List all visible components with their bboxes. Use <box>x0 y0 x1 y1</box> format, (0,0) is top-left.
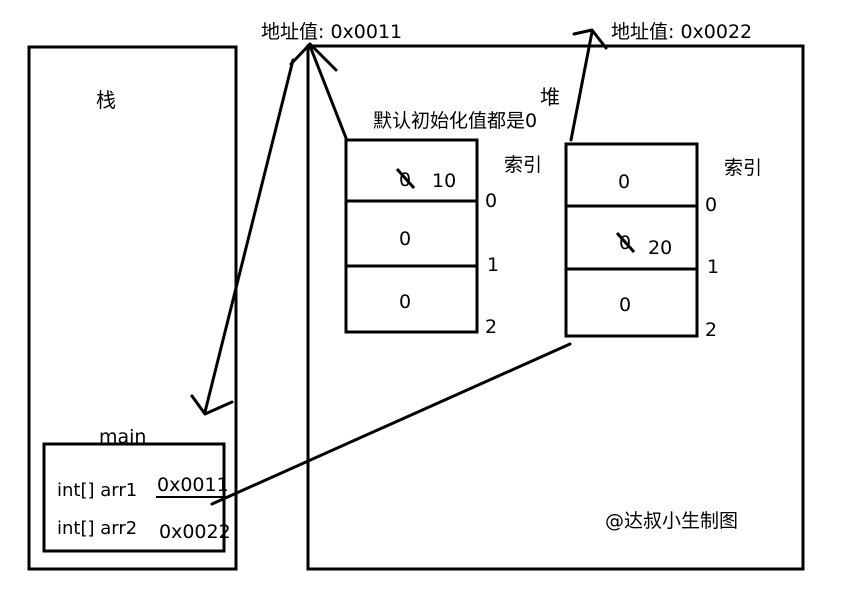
watermark: @达叔小生制图 <box>605 510 738 532</box>
array1-index-0: 0 <box>485 190 497 212</box>
array1-cell-2: 0 <box>399 291 411 313</box>
arrow-arr2-to-array2 <box>210 342 572 506</box>
stack-box <box>27 45 238 571</box>
array2-index-0: 0 <box>705 194 717 216</box>
arrow-stack-head <box>190 394 234 416</box>
array2-cell-2: 0 <box>619 294 631 316</box>
array1-cell-1: 0 <box>399 228 411 250</box>
array1-address: 地址值: 0x0011 <box>261 21 402 43</box>
array1-box <box>344 138 479 334</box>
arrow-address1-to-stack <box>203 58 295 414</box>
array2-index-1: 1 <box>707 256 719 278</box>
array2-cell-1-strike <box>615 231 636 254</box>
array2-address: 地址值: 0x0022 <box>611 21 752 43</box>
default-init-note: 默认初始化值都是0 <box>373 110 537 132</box>
reference-arrows <box>190 28 608 506</box>
heap-array-2: 地址值: 0x0022 索引 0 0 20 0 0 1 2 <box>564 21 762 341</box>
array1-cell-0-strike <box>395 167 416 190</box>
array2-index-2: 2 <box>705 319 717 341</box>
arrow-address2-head <box>572 28 608 50</box>
arrow-address1-head <box>289 42 338 72</box>
heap-region: 堆 默认初始化值都是0 @达叔小生制图 地址值: 0x0011 索引 0 10 … <box>261 21 805 571</box>
var-arr2-value: 0x0022 <box>159 521 231 543</box>
arrow-array1-to-address <box>308 44 348 140</box>
array1-index-label: 索引 <box>504 154 542 176</box>
array2-index-label: 索引 <box>724 157 762 179</box>
var-arr1-name: int[] arr1 <box>57 480 137 501</box>
arrow-array2-to-address <box>569 30 594 142</box>
heap-array-1: 地址值: 0x0011 索引 0 10 0 0 0 1 2 <box>261 21 542 338</box>
array2-cell-0: 0 <box>618 171 630 193</box>
var-arr1-value: 0x0011 <box>157 474 229 496</box>
array1-cell-0-new: 10 <box>432 170 456 192</box>
stack-region: 栈 main int[] arr1 0x0011 int[] arr2 0x00… <box>27 45 238 571</box>
heap-box <box>306 44 805 571</box>
stack-title: 栈 <box>96 88 116 112</box>
array1-index-1: 1 <box>487 254 499 276</box>
array1-index-2: 2 <box>485 316 497 338</box>
array2-cell-1-new: 20 <box>648 237 672 259</box>
array2-box <box>564 142 699 338</box>
var-arr2-name: int[] arr2 <box>57 518 137 539</box>
heap-title: 堆 <box>540 85 560 109</box>
